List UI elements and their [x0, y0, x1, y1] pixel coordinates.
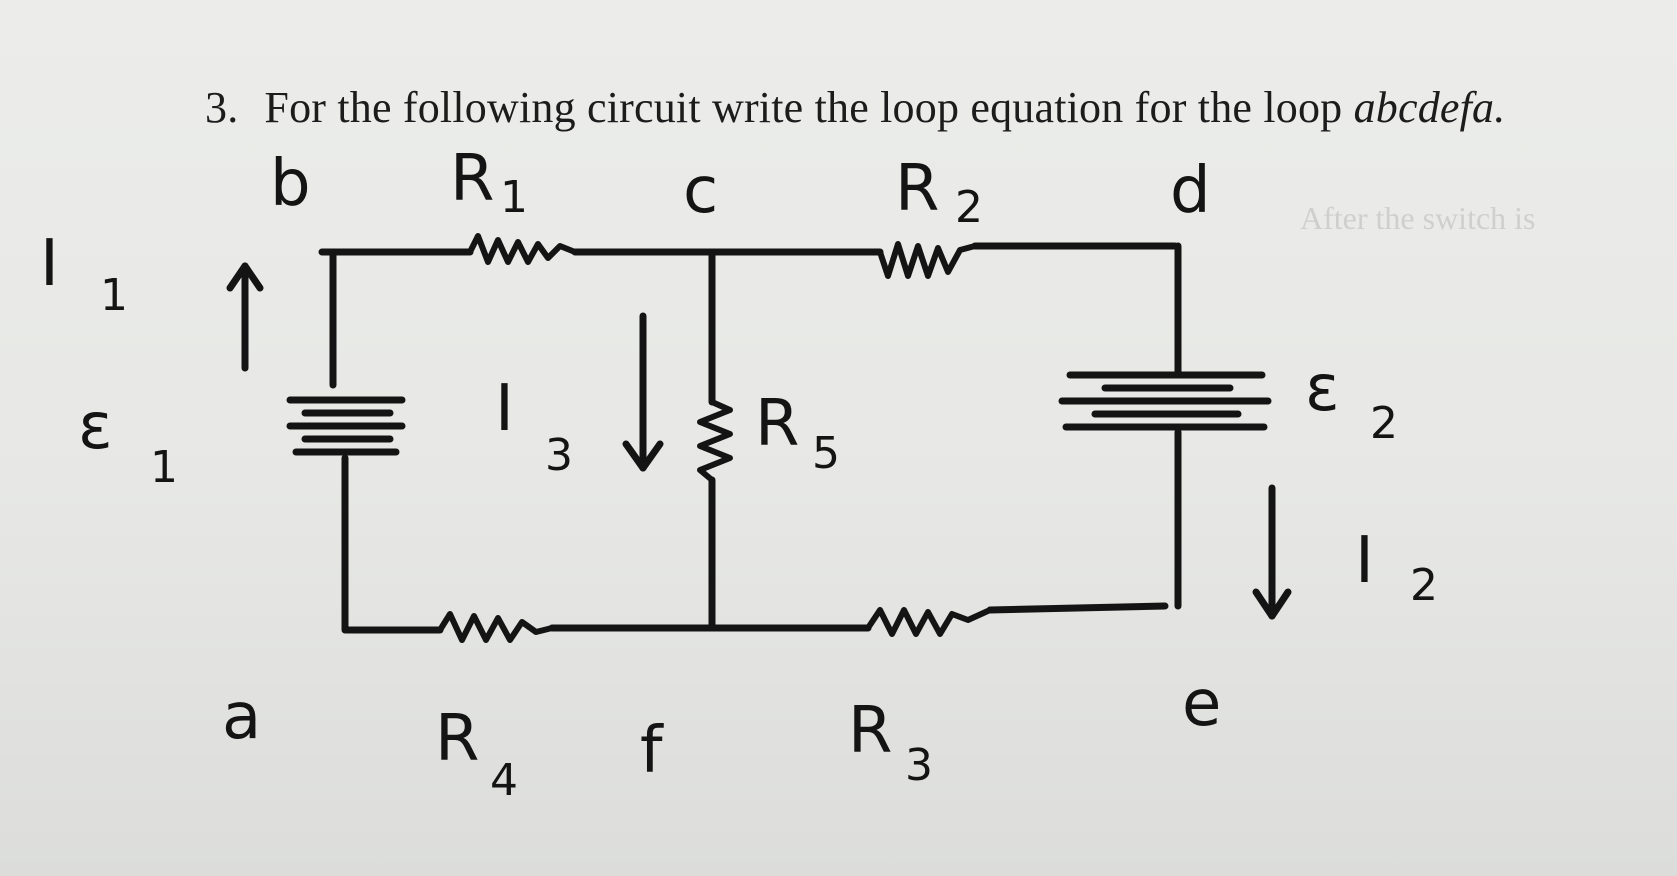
label-r4-sub: 4	[490, 755, 518, 806]
bleed-through-label: After the switch is	[1300, 200, 1536, 236]
resistor-r1-zigzag	[467, 233, 578, 265]
loop-name: abcdefa.	[1353, 83, 1506, 132]
resistor-r5-zigzag	[697, 399, 733, 483]
label-r5-sub: 5	[812, 428, 840, 479]
label-e2: ε 2	[1305, 352, 1398, 449]
right-branch	[1058, 242, 1272, 610]
top-wire	[318, 233, 1179, 279]
label-i2-sub: 2	[1410, 560, 1438, 611]
label-r2-main: R	[895, 152, 939, 226]
current-arrow-i2	[1252, 484, 1292, 620]
node-label-c: c	[683, 154, 718, 228]
question-number: 3.	[205, 83, 239, 132]
label-r4: R 4	[435, 702, 518, 806]
label-i1: I 1	[40, 227, 128, 321]
label-r1-main: R	[450, 142, 494, 216]
label-i2: I 2	[1355, 524, 1438, 611]
resistor-r4-zigzag	[437, 611, 555, 643]
label-i1-sub: 1	[100, 270, 128, 321]
question-text: 3. For the following circuit write the lo…	[205, 82, 1505, 133]
battery-e1	[286, 396, 406, 456]
label-i3: I 3	[495, 372, 573, 481]
label-i2-main: I	[1355, 524, 1374, 598]
current-arrow-i3	[622, 312, 664, 472]
resistor-r2-zigzag	[877, 241, 978, 279]
label-r1-sub: 1	[500, 172, 528, 223]
label-e1-main: ε	[78, 390, 113, 464]
label-r2-sub: 2	[955, 182, 983, 233]
battery-e2	[1058, 371, 1272, 431]
label-r1: R 1	[450, 142, 528, 223]
label-i3-sub: 3	[545, 430, 573, 481]
label-e2-sub: 2	[1370, 398, 1398, 449]
label-r5-main: R	[755, 387, 799, 461]
label-r2: R 2	[895, 152, 983, 233]
resistor-r3-zigzag	[865, 607, 993, 637]
question-body: For the following circuit write the loop…	[264, 83, 1343, 132]
node-label-d: d	[1170, 154, 1211, 228]
label-r3: R 3	[848, 694, 933, 791]
bleed-through-text: After the switch is	[1300, 200, 1536, 237]
bottom-wire	[437, 602, 1169, 643]
left-branch	[286, 248, 444, 634]
middle-branch	[697, 248, 733, 632]
current-arrow-i1	[226, 262, 264, 372]
node-label-f: f	[640, 714, 664, 788]
label-i3-main: I	[495, 372, 514, 446]
node-label-e: e	[1182, 667, 1221, 741]
label-r5: R 5	[755, 387, 840, 479]
label-e2-main: ε	[1305, 352, 1340, 426]
label-e1: ε 1	[78, 390, 178, 493]
label-r4-main: R	[435, 702, 479, 776]
label-r3-main: R	[848, 694, 892, 768]
node-label-b: b	[270, 147, 311, 221]
label-i1-main: I	[40, 227, 59, 301]
label-e1-sub: 1	[150, 442, 178, 493]
node-label-a: a	[222, 680, 261, 754]
label-r3-sub: 3	[905, 740, 933, 791]
